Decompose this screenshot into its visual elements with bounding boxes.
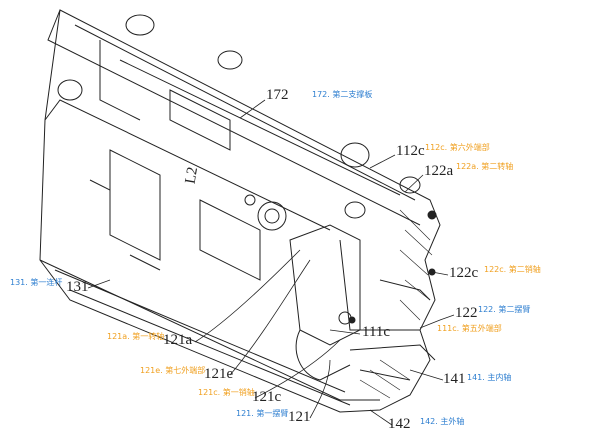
annotation-111c: 111c. 第五外端部	[437, 324, 502, 333]
label-l2: L2	[182, 165, 202, 186]
ref-172: 172	[266, 87, 289, 103]
annotation-172: 172. 第二支撑板	[312, 90, 373, 99]
ref-121c: 121c	[252, 389, 282, 405]
annotation-122: 122. 第二摆臂	[478, 305, 531, 314]
ref-121a: 121a	[163, 332, 193, 348]
annotation-121a: 121a. 第一转轴	[107, 332, 165, 341]
housing-outline	[39, 9, 441, 413]
ref-131: 131	[66, 279, 89, 295]
annotation-142: 142. 主外轴	[420, 417, 465, 426]
ref-122a: 122a	[424, 163, 454, 179]
ref-122: 122	[455, 305, 478, 321]
ref-121: 121	[288, 409, 311, 425]
ref-142: 142	[388, 416, 411, 430]
annotation-131: 131. 第一连杆	[10, 278, 63, 287]
annotation-112c: 112c. 第六外端部	[425, 143, 490, 152]
annotation-121e: 121e. 第七外端部	[140, 366, 206, 375]
annotation-121: 121. 第一摆臂	[236, 409, 289, 418]
ref-122c: 122c	[449, 265, 479, 281]
annotation-122a: 122a. 第二转轴	[456, 162, 514, 171]
ref-111c: 111c	[362, 324, 391, 340]
ref-141: 141	[443, 371, 466, 387]
annotation-122c: 122c. 第二销轴	[484, 265, 541, 274]
hatching	[359, 209, 433, 399]
leader-lines	[87, 99, 455, 426]
annotation-141: 141. 主内轴	[467, 373, 512, 382]
ref-121e: 121e	[204, 366, 234, 382]
bearing-rollers	[57, 14, 437, 325]
annotation-121c: 121c. 第一销轴	[198, 388, 255, 397]
ref-112c: 112c	[396, 143, 425, 159]
